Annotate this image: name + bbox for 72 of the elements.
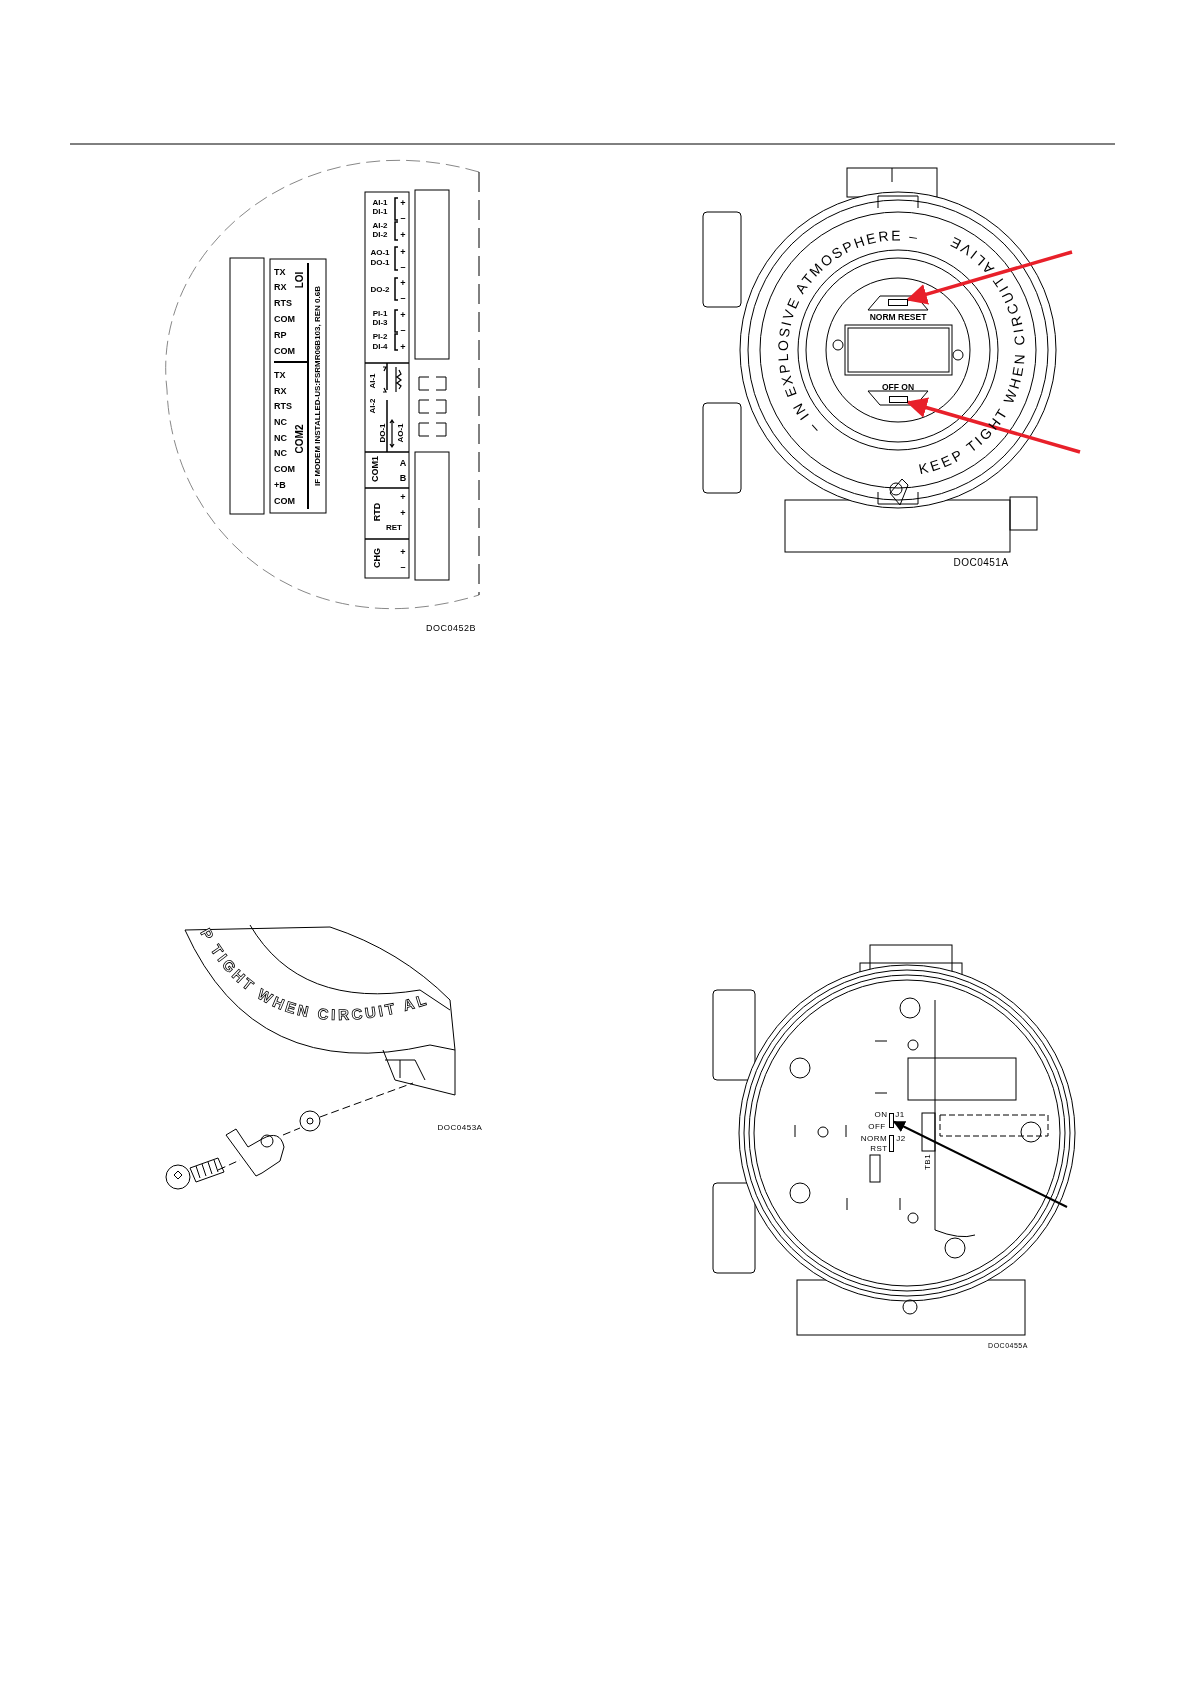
terminal-label: COM xyxy=(274,314,295,324)
pointer-arrow xyxy=(892,1120,1068,1208)
terminal-label: NC xyxy=(274,448,287,458)
terminal-label: B xyxy=(399,473,407,483)
terminal-label: TX xyxy=(274,370,286,380)
terminal-label: +B xyxy=(274,480,286,490)
terminal-label: NC xyxy=(274,417,287,427)
drawing-number: DOC0452B xyxy=(426,623,476,633)
terminal-label: DI-2 xyxy=(372,231,388,239)
polarity-sign: + xyxy=(400,198,406,208)
jumper xyxy=(889,1113,894,1128)
jumper-label: NORM xyxy=(860,1135,888,1143)
jumper-label: ON xyxy=(874,1111,888,1119)
terminal-label: AO-1 xyxy=(397,423,405,443)
terminal-label: PI-2 xyxy=(372,333,388,341)
terminal-label: TX xyxy=(274,267,286,277)
switch-label: OFF ON xyxy=(881,382,915,392)
terminal-label: PI-1 xyxy=(372,310,388,318)
terminal-label: AI-2 xyxy=(369,398,377,414)
polarity-sign: – xyxy=(400,562,406,572)
jumper-label: J2 xyxy=(896,1135,906,1143)
terminal-label: NC xyxy=(274,433,287,443)
slide-switch xyxy=(889,396,908,403)
pointer-arrow xyxy=(906,250,1073,305)
terminal-label: RX xyxy=(274,282,287,292)
pointer-arrow xyxy=(906,397,1081,454)
terminal-label: RET xyxy=(386,524,402,532)
terminal-label: AO-1 xyxy=(370,249,390,257)
polarity-sign: – xyxy=(400,325,406,335)
panel-heading: LOI xyxy=(295,271,305,289)
polarity-sign: – xyxy=(400,293,406,303)
terminal-label: AI-1 xyxy=(372,199,388,207)
terminal-label: COM xyxy=(274,464,295,474)
switch-label: NORM RESET xyxy=(869,312,927,322)
terminal-label: COM xyxy=(274,496,295,506)
terminal-label: AI-1 xyxy=(369,373,377,389)
jumper-label: OFF xyxy=(868,1123,886,1131)
panel-heading: COM2 xyxy=(295,424,305,454)
polarity-sign: – xyxy=(400,262,406,272)
panel-heading: RTD xyxy=(372,502,382,522)
terminal-label: RTS xyxy=(274,401,292,411)
panel-heading: COM1 xyxy=(370,456,380,482)
polarity-sign: + xyxy=(400,310,406,320)
terminal-label: DO-2 xyxy=(370,286,390,294)
polarity-sign: – xyxy=(400,213,406,223)
jumper xyxy=(889,1135,894,1152)
terminal-label: RP xyxy=(274,330,287,340)
polarity-sign: + xyxy=(400,508,406,518)
terminal-label: RTS xyxy=(274,298,292,308)
terminal-label: DI-4 xyxy=(372,343,388,351)
polarity-sign: + xyxy=(400,547,406,557)
note-text: IF MODEM INSTALLED-US:FSRMR06B103, REN 0.6B xyxy=(314,286,322,486)
terminal-label: A xyxy=(399,458,407,468)
drawing-number: DOC0453A xyxy=(437,1124,483,1132)
terminal-label: COM xyxy=(274,346,295,356)
slide-switch xyxy=(888,299,908,306)
polarity-sign: + xyxy=(400,247,406,257)
terminal-label: RX xyxy=(274,386,287,396)
terminal-label: DI-3 xyxy=(372,319,388,327)
jumper-label: J1 xyxy=(895,1111,905,1119)
jumper-label: RST xyxy=(870,1145,888,1153)
polarity-sign: + xyxy=(400,230,406,240)
polarity-sign: + xyxy=(400,492,406,502)
terminal-label: DO-1 xyxy=(370,259,390,267)
terminal-label: DI-1 xyxy=(372,208,388,216)
polarity-sign: + xyxy=(400,342,406,352)
polarity-sign: + xyxy=(400,278,406,288)
terminal-label: DO-1 xyxy=(379,423,387,443)
panel-heading: CHG xyxy=(372,548,382,568)
drawing-number: DOC0451A xyxy=(953,558,1009,568)
jumper-label: TB1 xyxy=(924,1153,932,1171)
terminal-label: AI-2 xyxy=(372,222,388,230)
